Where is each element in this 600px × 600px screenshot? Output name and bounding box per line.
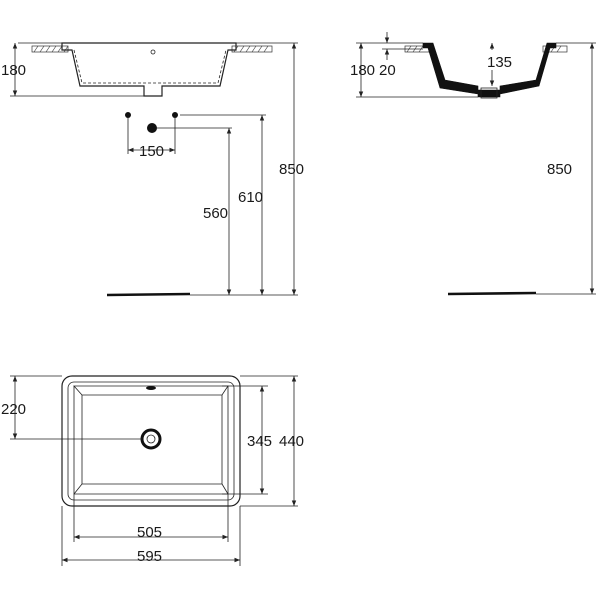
plan-overflow bbox=[146, 386, 156, 390]
plan-dim-220: 220 bbox=[1, 401, 26, 418]
side-worktop-left bbox=[31, 45, 69, 53]
plan-dim-505: 505 bbox=[137, 524, 162, 541]
side-dim-560: 560 bbox=[203, 205, 228, 222]
section-dim-20: 20 bbox=[379, 62, 396, 79]
side-floor-bar bbox=[106, 292, 191, 297]
front-section-view: 135 180 20 850 bbox=[350, 32, 596, 296]
plan-waste bbox=[140, 428, 162, 450]
section-floor-bar bbox=[447, 291, 537, 296]
section-basin-profile bbox=[422, 42, 557, 98]
section-dim-135: 135 bbox=[487, 54, 512, 71]
plan-outer-rim bbox=[61, 375, 241, 507]
plan-dim-345: 345 bbox=[247, 433, 272, 450]
side-dim-610: 610 bbox=[238, 189, 263, 206]
section-dim-850: 850 bbox=[547, 161, 572, 178]
side-view: 180 150 560 610 850 bbox=[1, 42, 304, 297]
side-dim-850: 850 bbox=[279, 161, 304, 178]
side-worktop-right bbox=[231, 45, 273, 53]
side-dim-150: 150 bbox=[139, 143, 164, 160]
plan-dim-595: 595 bbox=[137, 548, 162, 565]
plan-view: 220 345 440 505 595 bbox=[1, 375, 304, 566]
side-dim-180: 180 bbox=[1, 62, 26, 79]
side-basin-outline bbox=[61, 42, 237, 97]
plan-dim-440: 440 bbox=[279, 433, 304, 450]
section-dim-180: 180 bbox=[350, 62, 375, 79]
